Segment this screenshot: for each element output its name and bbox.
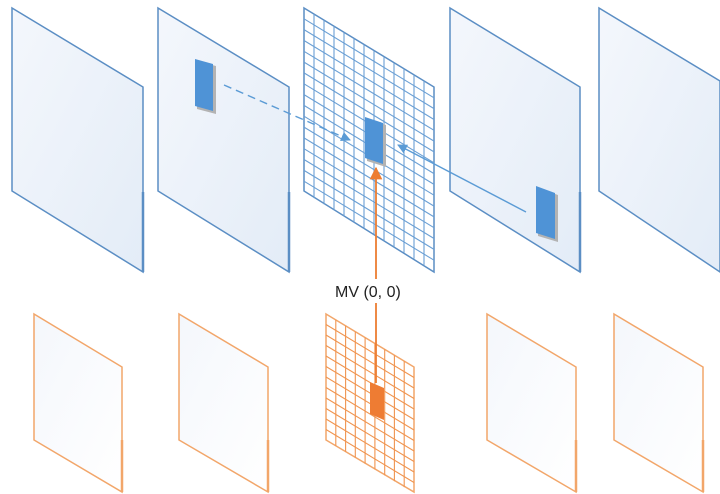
- reference-block-left: [195, 59, 216, 114]
- reference-block-right: [536, 186, 558, 242]
- motion-vector-label: MV (0, 0): [335, 284, 401, 301]
- bottom-frame-4: [486, 312, 577, 494]
- top-frame-5: [598, 6, 720, 273]
- top-frame-4: [449, 6, 581, 274]
- top-frame-1: [11, 6, 144, 274]
- bottom-frame-5: [613, 312, 704, 494]
- bottom-frame-2: [178, 312, 269, 494]
- colocated-block: [370, 382, 384, 420]
- bottom-frame-row: [33, 312, 705, 494]
- forward-prediction-arrow: [223, 84, 351, 141]
- current-block: [365, 117, 386, 167]
- backward-prediction-arrow: [397, 144, 527, 213]
- top-frame-current-grid: [303, 6, 435, 274]
- bottom-frame-1: [33, 312, 123, 494]
- top-frame-2: [157, 6, 290, 274]
